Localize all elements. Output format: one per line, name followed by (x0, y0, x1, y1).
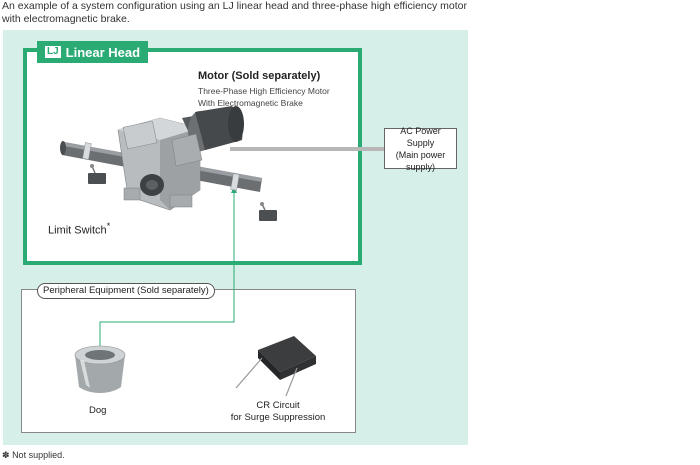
dog-label: Dog (89, 405, 107, 416)
limit-switch-text: Limit Switch (48, 224, 107, 237)
limit-switch-icon-right (259, 202, 277, 221)
ac-power-line2: (Main power (395, 149, 446, 160)
motor-subtitle-line2: With Electromagnetic Brake (198, 98, 303, 108)
dog-icon (74, 345, 126, 393)
limit-switch-label: Limit Switch* (48, 221, 110, 237)
linear-head-title: Linear Head (65, 44, 141, 60)
motor-title: Motor (Sold separately) (198, 70, 321, 82)
intro-text: An example of a system configuration usi… (2, 0, 467, 25)
footnote-text: Not supplied. (12, 450, 65, 460)
peripheral-title: Peripheral Equipment (Sold separately) (37, 283, 215, 299)
ac-power-line3: supply) (405, 161, 435, 172)
motor-subtitle-line1: Three-Phase High Efficiency Motor (198, 86, 330, 96)
motor-subtitle: Three-Phase High Efficiency Motor With E… (198, 85, 358, 109)
dog-connection-line (99, 193, 235, 350)
cr-circuit-icon (235, 336, 316, 397)
ac-power-supply-box: AC Power Supply (Main power supply) (384, 125, 457, 172)
limit-switch-mark: * (106, 221, 111, 231)
motor-illustration (171, 106, 244, 167)
ac-power-line1: AC Power Supply (400, 125, 441, 148)
linear-head-tag: LJ Linear Head (37, 41, 149, 63)
linear-head-illustration (60, 117, 262, 211)
footnote: ✽ Not supplied. (2, 450, 65, 461)
lj-badge: LJ (45, 46, 61, 58)
cr-circuit-label: CR Circuit for Surge Suppression (218, 400, 338, 424)
cr-circuit-line1: CR Circuit (256, 400, 300, 411)
footnote-mark: ✽ (2, 450, 10, 460)
limit-switch-icon (88, 164, 106, 184)
cr-circuit-line2: for Surge Suppression (230, 412, 326, 423)
